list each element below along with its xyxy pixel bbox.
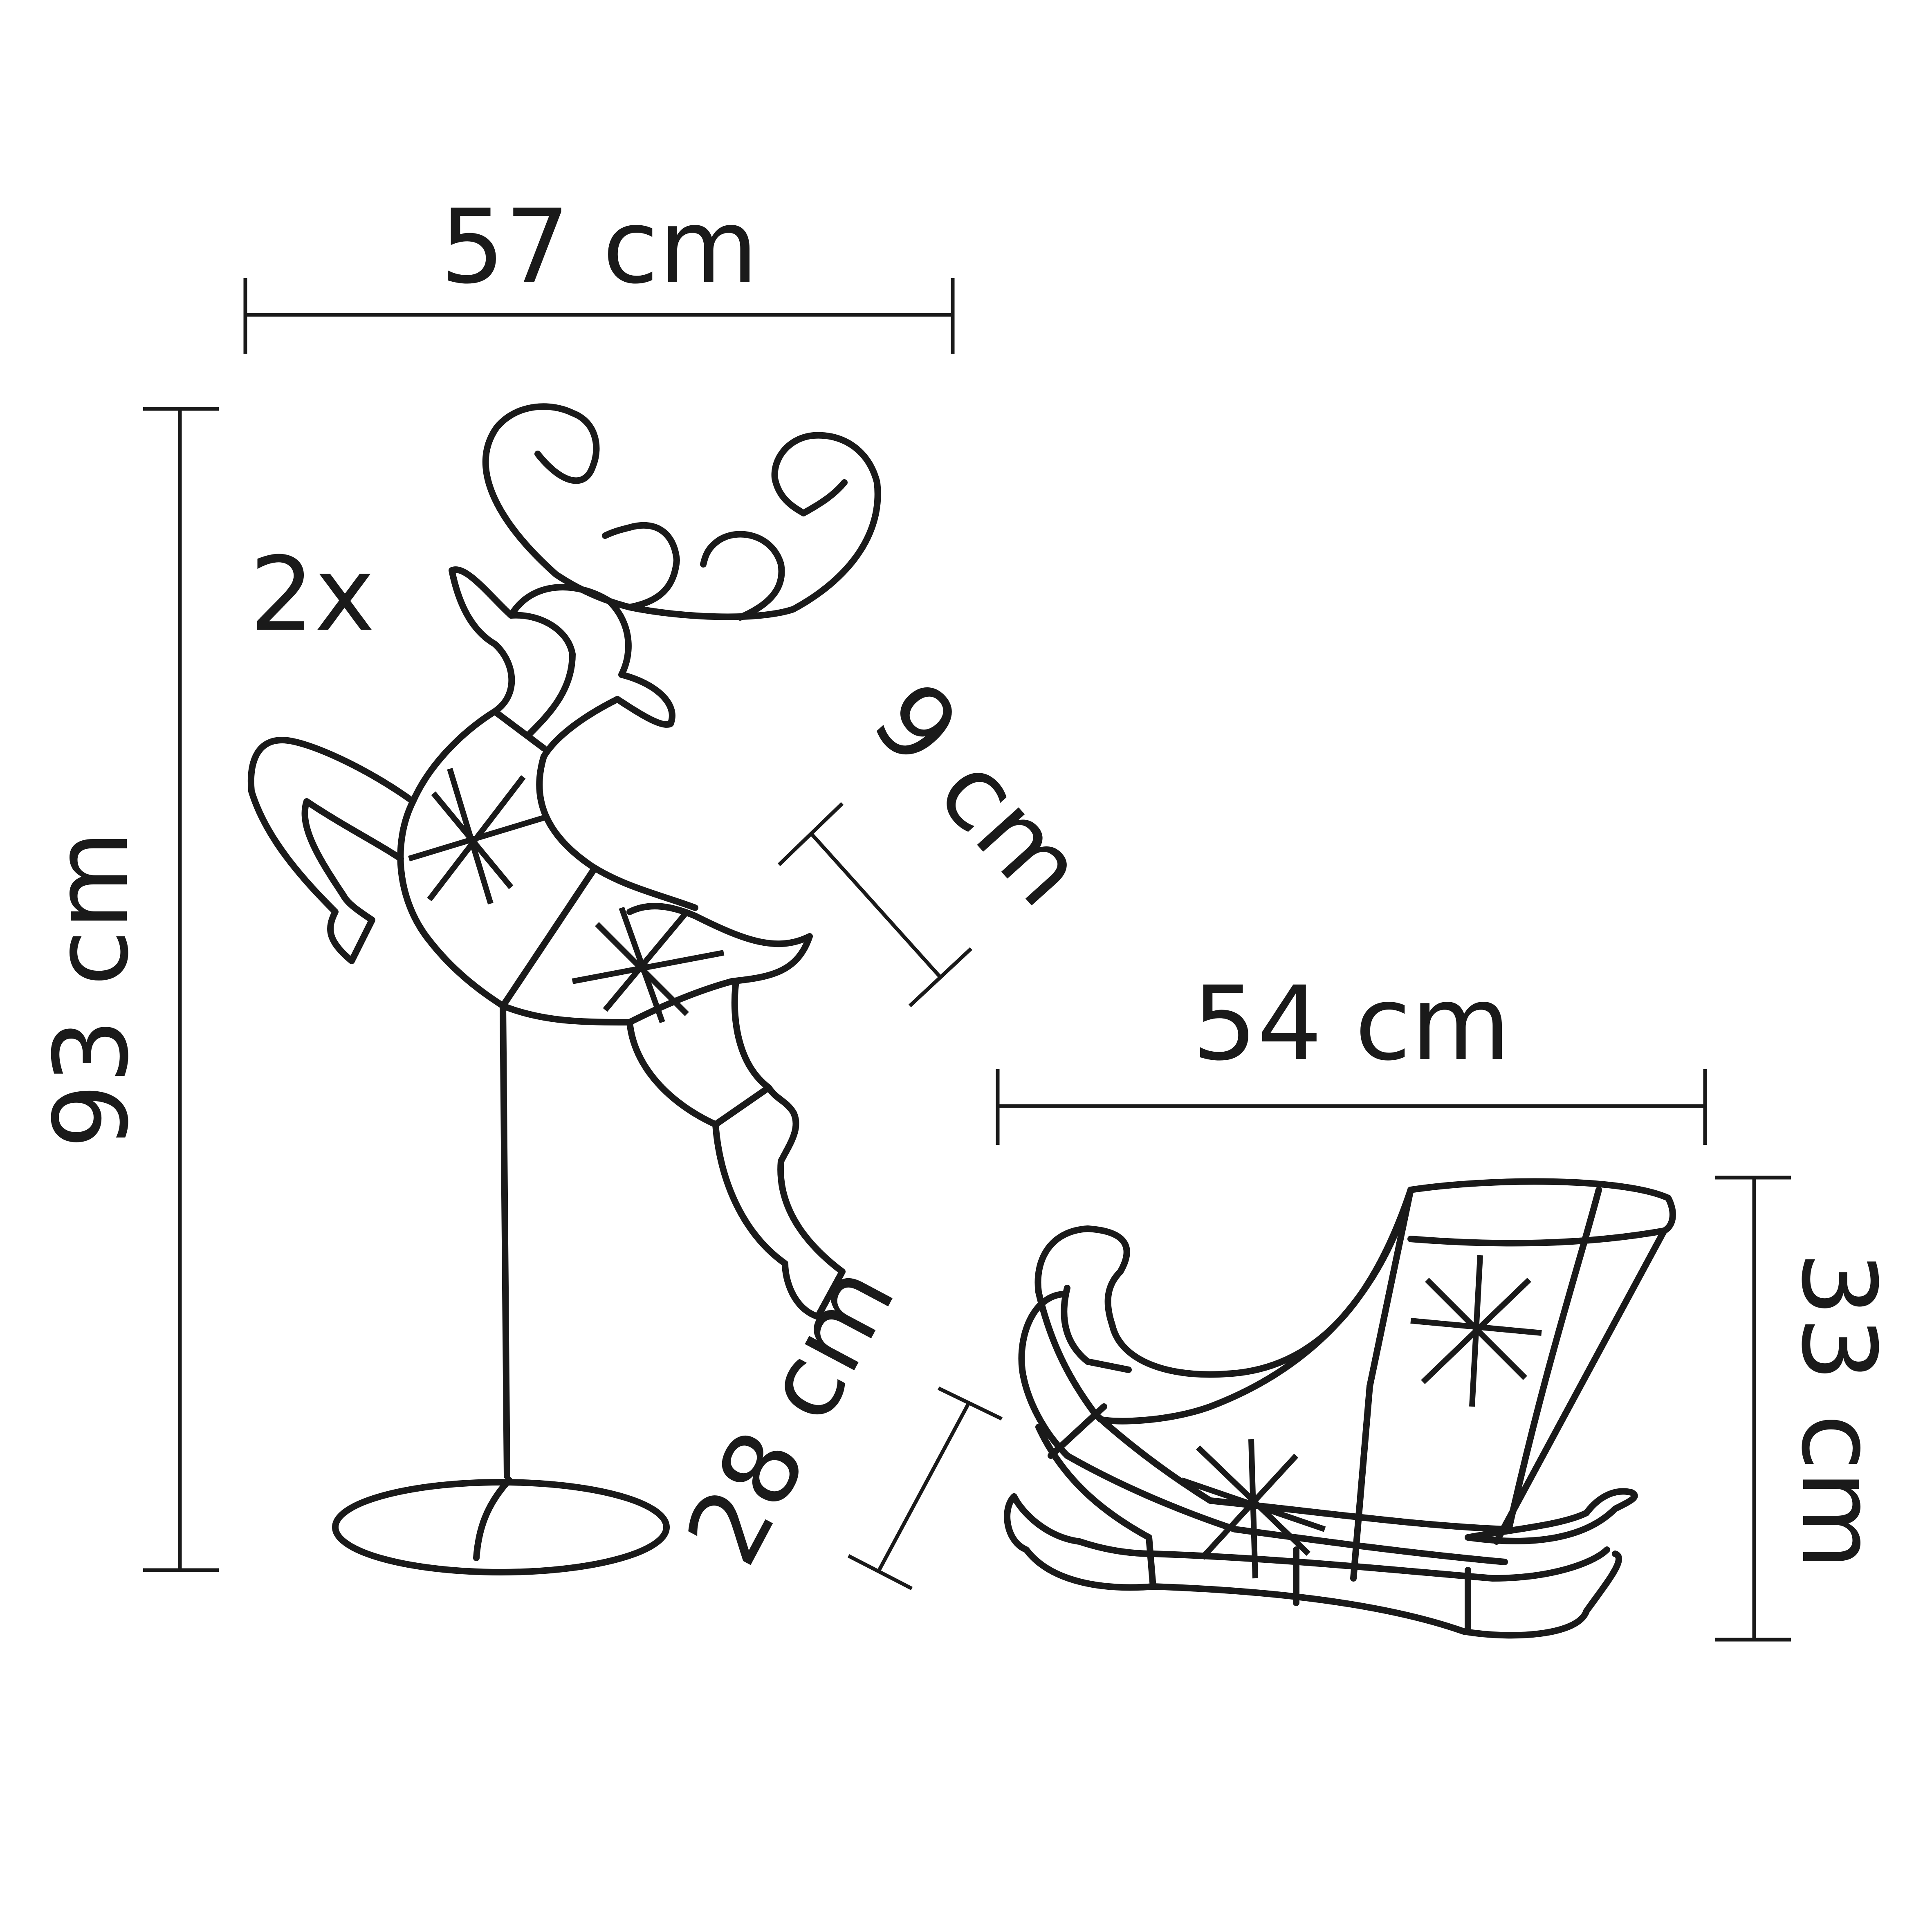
- dimension-reindeer-width: 57 cm: [243, 187, 955, 354]
- dimension-reindeer-depth: 9 cm: [777, 660, 1108, 1008]
- label-sleigh-width: 54 cm: [1192, 964, 1511, 1083]
- sleigh-figure: [1004, 1178, 1676, 1639]
- snowflake-icon: [1180, 1255, 1542, 1579]
- reindeer-head: [508, 584, 675, 728]
- sleigh-front-scroll: [1034, 1225, 1099, 1418]
- snowflake-icon: [408, 767, 725, 1023]
- sleigh-runner: [1004, 1493, 1622, 1639]
- dimension-reindeer-height: 93 cm: [32, 407, 219, 1572]
- dimension-sleigh-height: 33 cm: [1715, 1176, 1898, 1642]
- reindeer-front-leg: [247, 737, 416, 964]
- dimension-sleigh-width: 54 cm: [996, 964, 1707, 1145]
- reindeer-antler-back: [482, 403, 600, 578]
- quantity-label: 2x: [249, 535, 375, 654]
- label-reindeer-height: 93 cm: [32, 830, 151, 1149]
- reindeer-stand-base: [332, 1479, 670, 1575]
- dimension-sleigh-depth: 28 cm: [663, 1246, 1003, 1590]
- label-sleigh-height: 33 cm: [1779, 1252, 1898, 1570]
- label-reindeer-depth: 9 cm: [850, 660, 1108, 928]
- reindeer-body: [397, 798, 633, 1025]
- reindeer-stand-pole: [500, 1003, 510, 1479]
- reindeer-rear-leg: [626, 978, 772, 1128]
- reindeer-figure: [247, 403, 881, 1575]
- label-reindeer-width: 57 cm: [440, 187, 758, 306]
- sleigh-back: [1407, 1178, 1676, 1545]
